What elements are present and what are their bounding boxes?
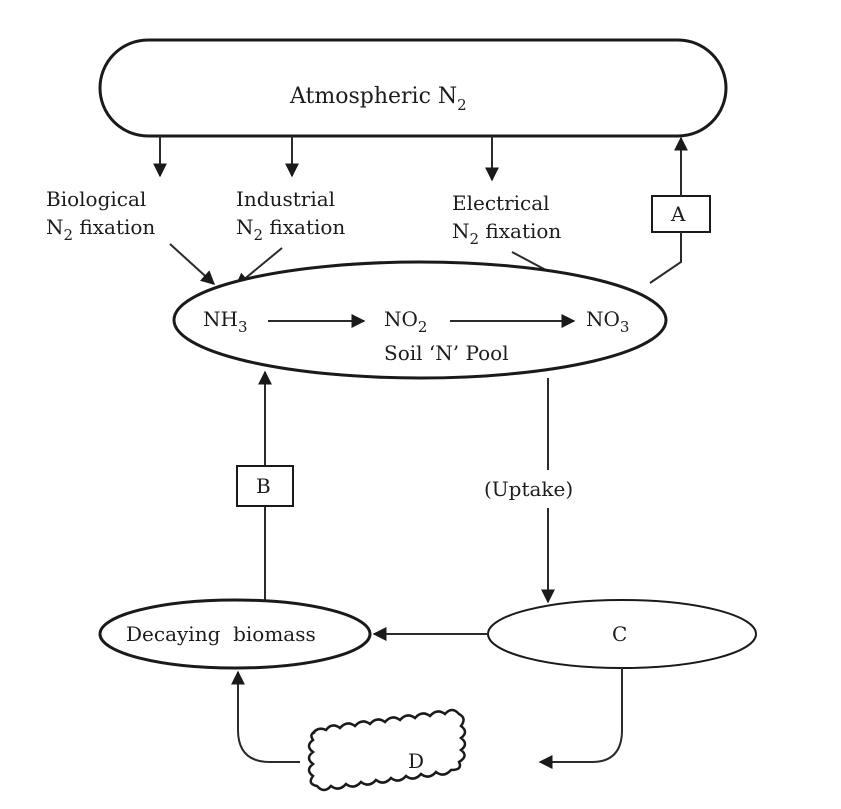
arrow-no3-to-atmosphere <box>649 138 681 284</box>
soil-pool-label: Soil ‘N’ Pool <box>384 341 509 365</box>
decaying-biomass-label: Decaying biomass <box>126 622 316 646</box>
arrow-d-to-decaying-biomass <box>231 670 300 763</box>
industrial-fixation-label: Industrial N2 fixation <box>236 187 345 244</box>
atmosphere-box <box>98 38 728 138</box>
soil-n-pool-ellipse <box>172 260 668 380</box>
no3-label: NO3 <box>586 307 629 336</box>
d-cloud <box>307 708 467 792</box>
box-b <box>236 465 294 507</box>
biological-fixation-label: Biological N2 fixation <box>46 187 155 244</box>
arrow-c-to-d <box>538 668 623 769</box>
d-label: D <box>408 749 424 773</box>
box-a-label: A <box>670 202 686 226</box>
electrical-fixation-label: Electrical N2 fixation <box>452 191 561 248</box>
box-b-label: B <box>256 474 271 498</box>
decaying-biomass-ellipse <box>98 598 372 670</box>
no2-label: NO2 <box>384 307 427 336</box>
c-label: C <box>612 622 627 646</box>
arrow-biological-to-nh3 <box>169 243 216 285</box>
atmosphere-label: Atmospheric N2 <box>289 84 467 114</box>
uptake-label: (Uptake) <box>484 477 573 501</box>
nh3-label: NH3 <box>203 307 248 336</box>
